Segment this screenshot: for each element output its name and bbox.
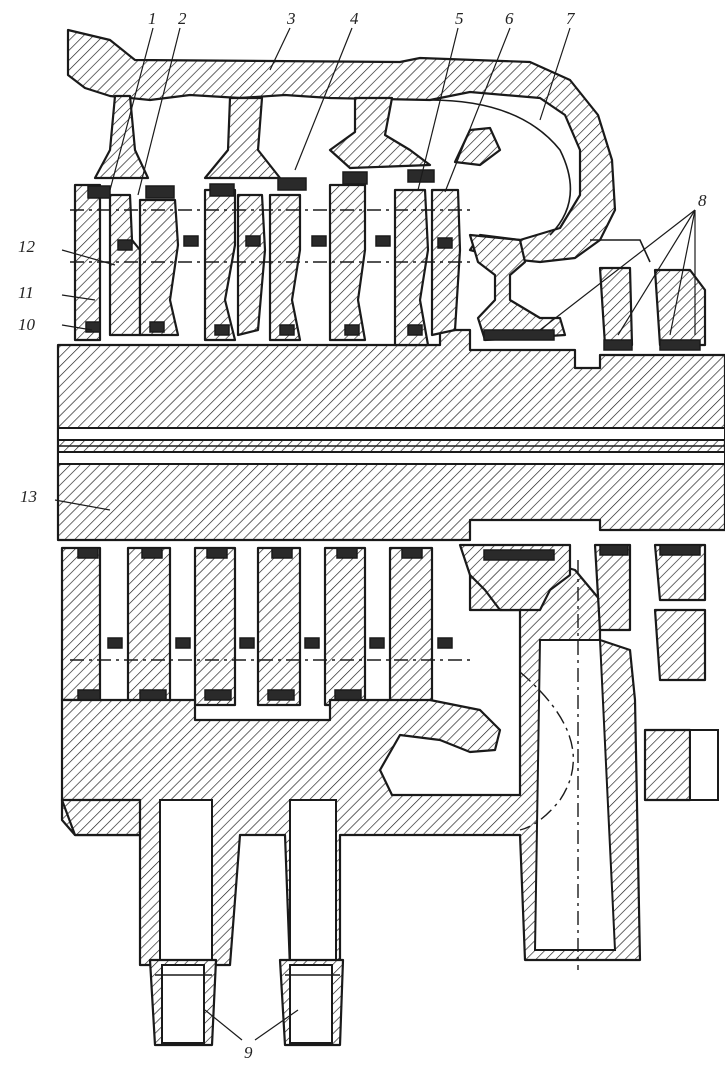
callout-8: 8 [698,191,707,210]
callout-2: 2 [178,9,187,28]
callout-6: 6 [505,9,514,28]
upper-impellers [70,169,470,347]
callout-13: 13 [20,487,37,506]
lower-casing [60,558,719,1047]
upper-seals [468,233,707,351]
callout-4: 4 [350,9,359,28]
rotor-shaft [56,328,725,542]
callout-5: 5 [455,9,464,28]
callout-12: 12 [18,237,36,256]
callout-numbers: 1 2 3 4 5 6 7 8 12 11 10 13 9 [18,9,707,1062]
callout-11: 11 [18,283,34,302]
callout-1: 1 [148,9,157,28]
callout-3: 3 [286,9,296,28]
leader-lines [54,27,696,1041]
lower-impellers [60,546,470,716]
lower-seals [458,543,707,632]
callout-10: 10 [18,315,36,334]
callout-7: 7 [566,9,576,28]
callout-9: 9 [244,1043,253,1062]
